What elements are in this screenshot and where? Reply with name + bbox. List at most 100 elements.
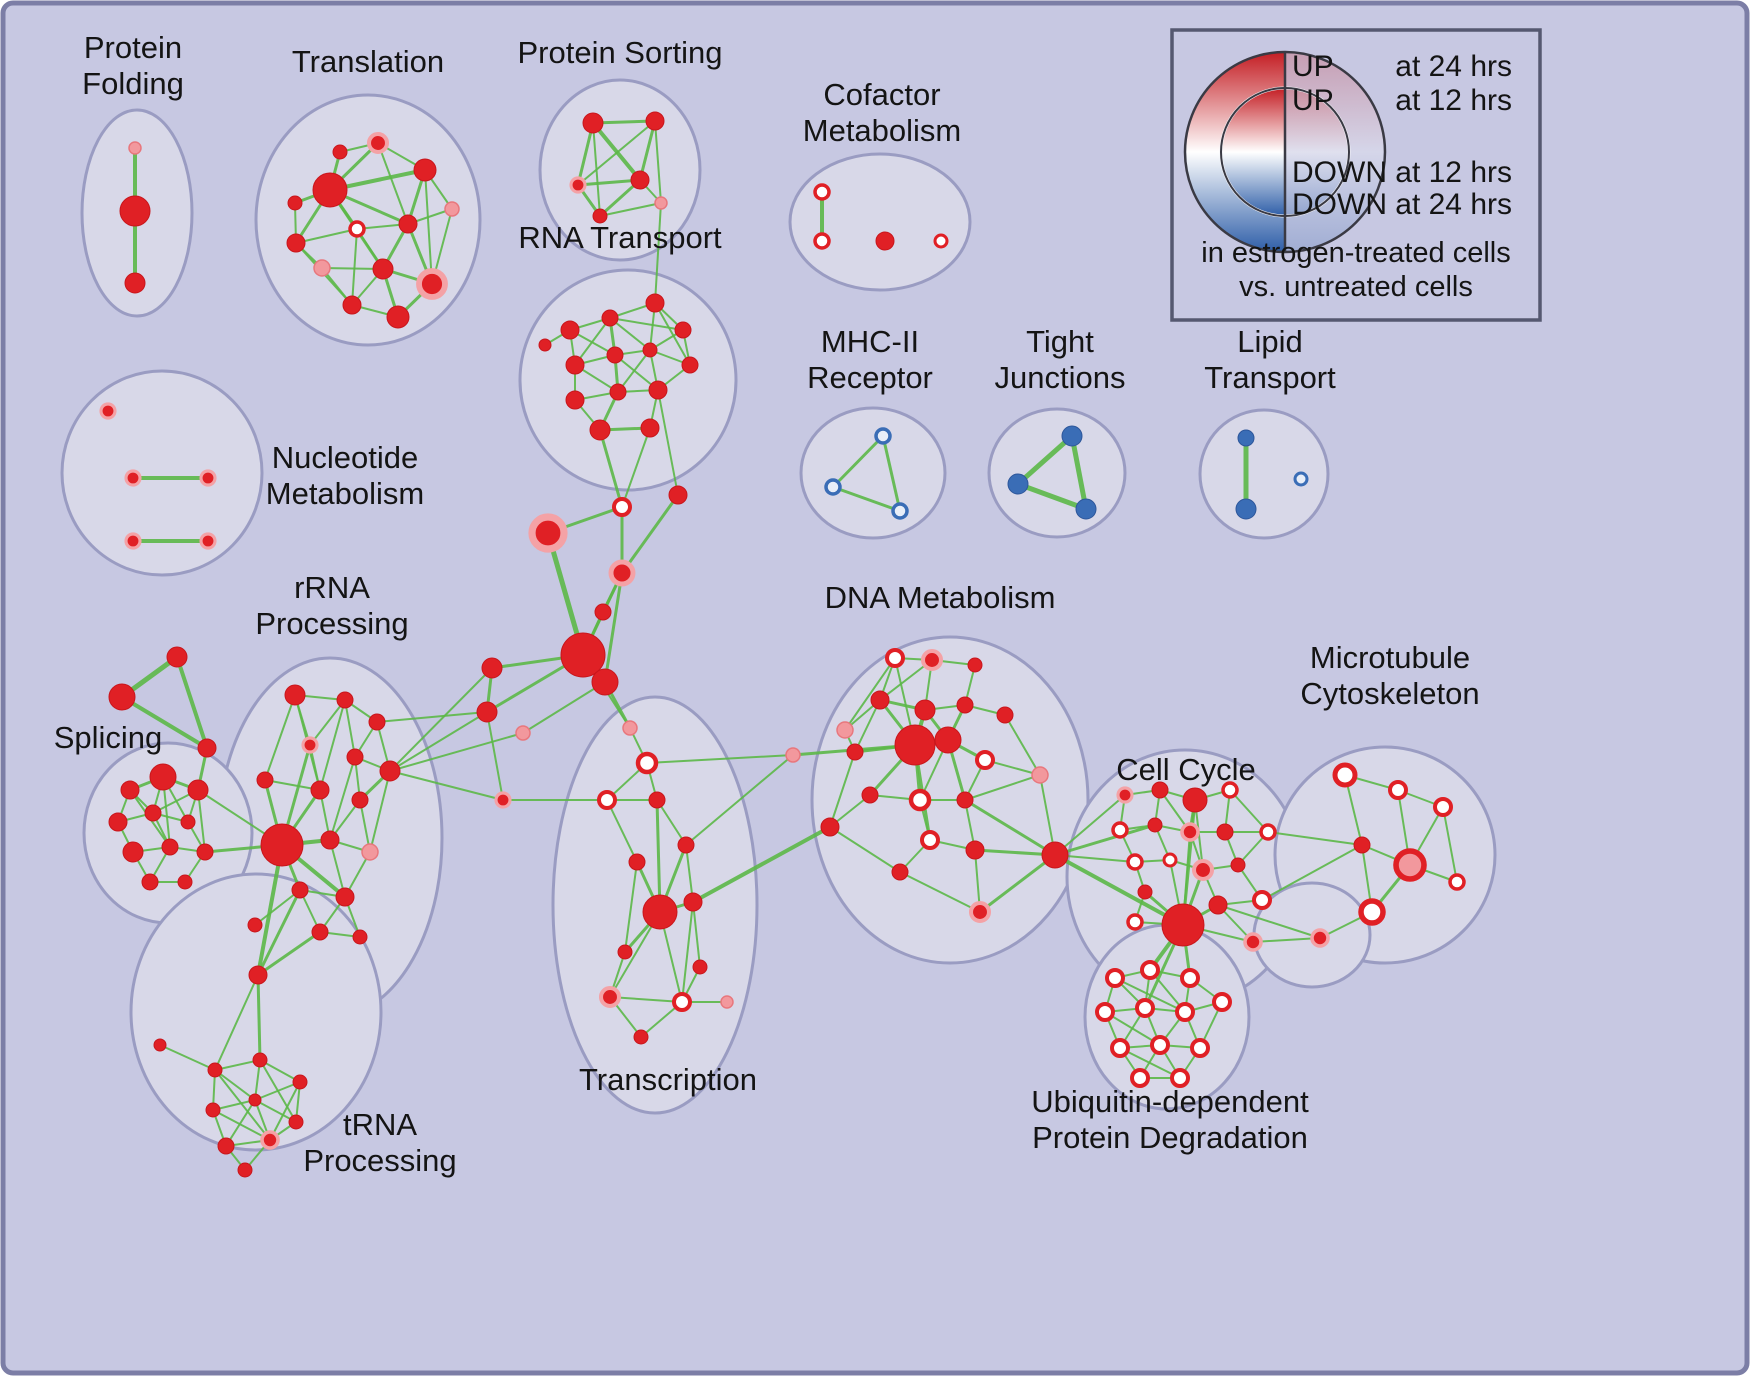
network-node-red	[320, 830, 340, 850]
network-node-red	[119, 195, 151, 227]
network-node-ring	[885, 648, 905, 668]
network-node-red	[683, 892, 703, 912]
cluster-label-protein-folding: Folding	[82, 66, 184, 101]
network-node-ring	[1162, 852, 1178, 868]
network-edge	[844, 657, 896, 731]
network-node-red	[284, 684, 306, 706]
cluster-label-ubiquitin-degradation: Ubiquitin-dependent	[1031, 1084, 1309, 1119]
network-node-red	[1147, 817, 1163, 833]
network-node-red	[914, 699, 936, 721]
network-node-red	[398, 214, 418, 234]
network-node-ring	[1111, 821, 1129, 839]
network-edge	[214, 1059, 261, 1071]
network-node-red	[1230, 857, 1246, 873]
network-node-redh	[366, 131, 390, 155]
cluster-label-cell-cycle: Cell Cycle	[1116, 752, 1256, 787]
network-edge	[1114, 977, 1186, 1013]
network-node-red	[310, 780, 330, 800]
network-edge	[256, 930, 322, 977]
network-node-red	[592, 208, 608, 224]
network-node-red	[413, 158, 437, 182]
network-node-red	[153, 1038, 167, 1052]
network-node-red	[237, 1162, 253, 1178]
network-node-red	[368, 713, 386, 731]
network-node-ring	[813, 232, 831, 250]
network-edge	[1015, 433, 1075, 487]
network-edge	[329, 756, 356, 841]
network-node-red	[582, 112, 604, 134]
network-node-red	[352, 929, 368, 945]
network-node-red	[372, 258, 394, 280]
network-node-red	[846, 743, 864, 761]
network-edge	[254, 1099, 297, 1123]
network-edge	[654, 120, 662, 204]
network-edge	[1069, 433, 1089, 512]
network-node-blue	[1235, 498, 1257, 520]
network-node-red	[177, 874, 193, 890]
network-node-red	[166, 646, 188, 668]
network-node-red	[386, 305, 410, 329]
network-node-pink	[128, 141, 142, 155]
network-node-red	[591, 668, 619, 696]
network-edge	[256, 973, 262, 1062]
network-edge	[964, 774, 1041, 801]
network-edge	[254, 889, 301, 926]
network-edge	[1004, 714, 1041, 776]
network-node-red	[287, 195, 303, 211]
network-node-redh	[416, 268, 448, 300]
network-node-red	[538, 338, 552, 352]
legend-direction-label: UP	[1292, 84, 1334, 117]
network-node-red	[180, 814, 196, 830]
cluster-label-cofactor-metabolism: Metabolism	[803, 113, 962, 148]
network-node-redh	[968, 900, 992, 924]
network-edge	[212, 1109, 271, 1141]
network-node-ring	[1358, 898, 1386, 926]
network-node-blue	[1237, 429, 1255, 447]
legend-time-label: at 24 hrs	[1395, 188, 1512, 221]
network-node-red	[956, 791, 974, 809]
network-edge	[624, 861, 638, 953]
network-node-red	[1161, 903, 1205, 947]
network-edge	[309, 699, 346, 746]
network-node-red	[108, 683, 136, 711]
network-node-ring	[1332, 762, 1358, 788]
network-node-ring	[1180, 968, 1200, 988]
network-edge	[681, 901, 694, 1003]
network-node-redh	[494, 791, 512, 809]
network-node-ring	[348, 220, 366, 238]
network-edge	[576, 121, 595, 187]
network-node-red	[640, 418, 660, 438]
network-node-ring	[597, 790, 617, 810]
network-node-pink	[836, 721, 854, 739]
network-edge	[351, 228, 358, 306]
legend-footer-text: in estrogen-treated cells	[1201, 237, 1511, 269]
network-node-ring	[1126, 913, 1144, 931]
network-edge	[656, 799, 687, 846]
network-edge	[599, 202, 662, 217]
network-edge	[617, 349, 651, 393]
network-node-red	[668, 485, 688, 505]
legend-inner-disc-12hrs	[1221, 88, 1285, 216]
network-edge	[609, 317, 651, 351]
network-node-redh	[124, 469, 142, 487]
network-node-red	[336, 691, 354, 709]
network-edge	[831, 485, 902, 513]
cluster-translation	[254, 93, 482, 347]
network-node-red	[642, 342, 658, 358]
network-node-ring	[1150, 1035, 1170, 1055]
network-node-red	[196, 843, 214, 861]
network-edge	[214, 1069, 271, 1141]
network-node-red	[124, 272, 146, 294]
network-node-red	[149, 763, 177, 791]
network-edge	[377, 142, 409, 225]
network-node-red	[891, 863, 909, 881]
network-node-red	[292, 1074, 308, 1090]
network-node-ring	[1252, 890, 1272, 910]
network-node-red	[207, 1062, 223, 1078]
cluster-label-translation: Translation	[292, 44, 444, 79]
network-node-red	[187, 779, 209, 801]
network-node-bluering	[874, 427, 892, 445]
network-edge	[899, 871, 981, 913]
network-edge	[574, 317, 611, 366]
